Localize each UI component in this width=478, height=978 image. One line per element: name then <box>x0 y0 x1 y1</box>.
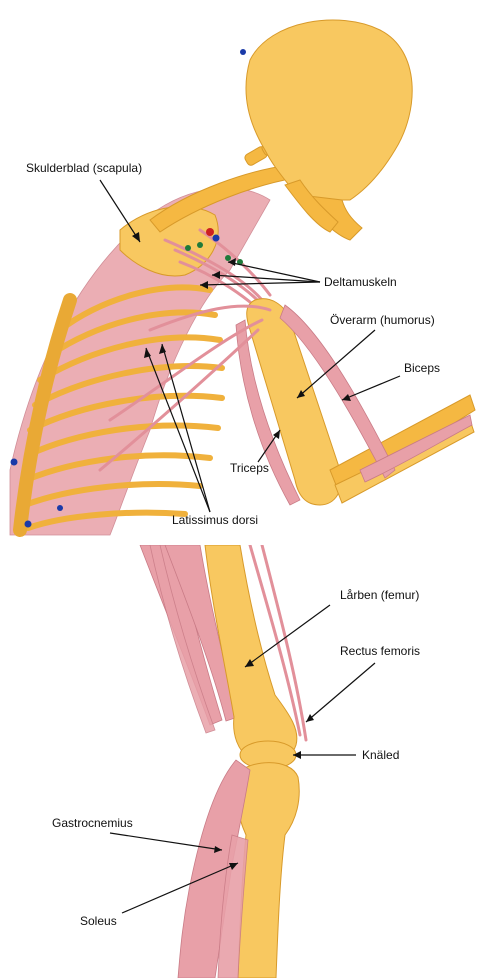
label-gastrocnemius: Gastrocnemius <box>52 816 133 830</box>
label-latissimus: Latissimus dorsi <box>172 513 258 527</box>
upper-body-svg: Skulderblad (scapula) Deltamuskeln Övera… <box>0 0 478 540</box>
label-femur: Lårben (femur) <box>340 588 419 602</box>
upper-body-diagram: Skulderblad (scapula) Deltamuskeln Övera… <box>0 0 478 540</box>
label-rectus-femoris: Rectus femoris <box>340 644 420 658</box>
label-humerus: Överarm (humorus) <box>330 313 435 327</box>
label-biceps: Biceps <box>404 361 440 375</box>
label-knee: Knäled <box>362 748 399 762</box>
label-triceps: Triceps <box>230 461 269 475</box>
label-deltoid: Deltamuskeln <box>324 275 397 289</box>
label-scapula: Skulderblad (scapula) <box>26 161 142 175</box>
label-soleus: Soleus <box>80 914 117 928</box>
leg-svg: Lårben (femur) Rectus femoris Knäled Gas… <box>0 545 478 978</box>
leg-diagram: Lårben (femur) Rectus femoris Knäled Gas… <box>0 545 478 978</box>
